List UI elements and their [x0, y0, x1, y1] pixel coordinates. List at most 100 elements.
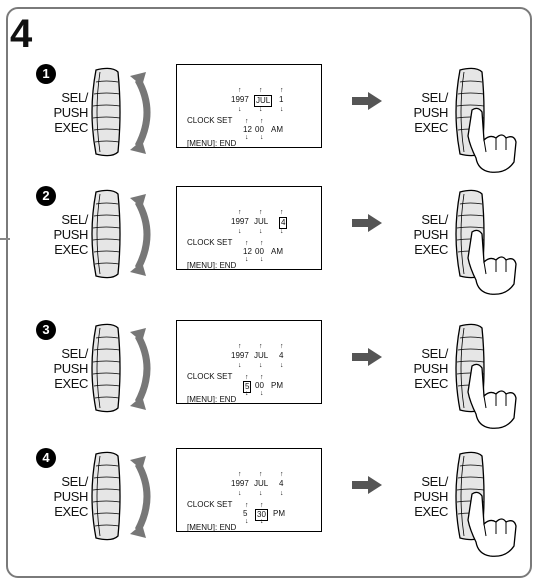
pressing-hand-icon	[455, 323, 517, 429]
down-arrow-icon: ↓	[238, 490, 242, 497]
ampm-value: AM	[271, 125, 283, 134]
hour-value: 12	[243, 247, 252, 256]
down-arrow-icon: ↓	[259, 362, 263, 369]
minute-value: 00	[255, 247, 264, 256]
right-arrow-icon	[352, 476, 382, 494]
down-arrow-icon: ↓	[260, 518, 264, 525]
minute-value: 00	[255, 381, 264, 390]
clock-set-label: CLOCK SET	[187, 500, 233, 509]
minute-value: 00	[255, 125, 264, 134]
day-value: 1	[279, 95, 284, 104]
substep-badge: 4	[36, 448, 56, 468]
dial-knob-icon	[91, 189, 151, 279]
up-arrow-icon: ↑	[260, 502, 264, 509]
year-value: 1997	[231, 217, 249, 226]
right-arrow-icon	[352, 214, 382, 232]
down-arrow-icon: ↓	[245, 134, 249, 141]
sel-push-exec-label: SEL/ PUSH EXEC	[413, 90, 448, 135]
step-number: 4	[10, 12, 33, 56]
down-arrow-icon: ↓	[280, 228, 284, 235]
up-arrow-icon: ↑	[238, 87, 242, 94]
up-arrow-icon: ↑	[259, 209, 263, 216]
dial-knob-icon	[91, 451, 151, 541]
month-value: JUL	[254, 479, 269, 488]
hour-value: 12	[243, 125, 252, 134]
year-value: 1997	[231, 479, 249, 488]
down-arrow-icon: ↓	[259, 228, 263, 235]
right-arrow-icon	[352, 348, 382, 366]
up-arrow-icon: ↑	[245, 118, 249, 125]
down-arrow-icon: ↓	[245, 256, 249, 263]
month-value: JUL	[254, 95, 273, 107]
substep-badge: 2	[36, 186, 56, 206]
down-arrow-icon: ↓	[245, 518, 249, 525]
hour-value: 5	[243, 509, 248, 518]
down-arrow-icon: ↓	[260, 134, 264, 141]
menu-end-label: [MENU]: END	[187, 523, 237, 532]
pressing-hand-icon	[455, 451, 517, 557]
month-value: JUL	[254, 217, 269, 226]
clock-set-label: CLOCK SET	[187, 372, 233, 381]
clock-display: ↑ ↑ ↑ 1997 JUL 4 ↓ ↓ ↓ CLOCK SET ↑ ↑ 5 3…	[176, 448, 322, 532]
down-arrow-icon: ↓	[259, 106, 263, 113]
up-arrow-icon: ↑	[260, 240, 264, 247]
sel-push-exec-label: SEL/ PUSH EXEC	[413, 346, 448, 391]
year-value: 1997	[231, 95, 249, 104]
clock-display: ↑ ↑ ↑ 1997 JUL 4 ↓ ↓ ↓ CLOCK SET ↑ ↑ 5 0…	[176, 320, 322, 404]
sel-push-exec-label: SEL/ PUSH EXEC	[53, 90, 88, 135]
up-arrow-icon: ↑	[259, 343, 263, 350]
up-arrow-icon: ↑	[238, 343, 242, 350]
day-value: 4	[279, 351, 284, 360]
right-arrow-icon	[352, 92, 382, 110]
up-arrow-icon: ↑	[259, 471, 263, 478]
day-value: 4	[279, 479, 284, 488]
substep-badge: 1	[36, 64, 56, 84]
down-arrow-icon: ↓	[280, 362, 284, 369]
up-arrow-icon: ↑	[245, 374, 249, 381]
year-value: 1997	[231, 351, 249, 360]
down-arrow-icon: ↓	[280, 490, 284, 497]
down-arrow-icon: ↓	[260, 390, 264, 397]
up-arrow-icon: ↑	[259, 87, 263, 94]
ampm-value: PM	[273, 509, 285, 518]
page-edge-mark	[0, 238, 10, 240]
dial-knob-icon	[91, 323, 151, 413]
down-arrow-icon: ↓	[238, 106, 242, 113]
up-arrow-icon: ↑	[245, 502, 249, 509]
up-arrow-icon: ↑	[280, 471, 284, 478]
menu-end-label: [MENU]: END	[187, 395, 237, 404]
down-arrow-icon: ↓	[259, 490, 263, 497]
down-arrow-icon: ↓	[238, 228, 242, 235]
up-arrow-icon: ↑	[260, 374, 264, 381]
sel-push-exec-label: SEL/ PUSH EXEC	[53, 346, 88, 391]
hour-value: 5	[243, 381, 252, 393]
up-arrow-icon: ↑	[280, 343, 284, 350]
clock-display: ↑ ↑ ↑ 1997 JUL 4 ↓ ↓ ↓ CLOCK SET ↑ ↑ 12 …	[176, 186, 322, 270]
up-arrow-icon: ↑	[245, 240, 249, 247]
substep-1: 1 SEL/ PUSH EXEC ↑ ↑ ↑ 1997 JUL 1 ↓ ↓ ↓ …	[0, 64, 541, 194]
up-arrow-icon: ↑	[260, 118, 264, 125]
sel-push-exec-label: SEL/ PUSH EXEC	[53, 474, 88, 519]
clock-set-label: CLOCK SET	[187, 116, 233, 125]
down-arrow-icon: ↓	[260, 256, 264, 263]
up-arrow-icon: ↑	[238, 471, 242, 478]
down-arrow-icon: ↓	[238, 362, 242, 369]
up-arrow-icon: ↑	[280, 209, 284, 216]
minute-value: 30	[255, 509, 268, 521]
pressing-hand-icon	[455, 189, 517, 295]
menu-end-label: [MENU]: END	[187, 139, 237, 148]
substep-4: 4 SEL/ PUSH EXEC ↑ ↑ ↑ 1997 JUL 4 ↓ ↓ ↓ …	[0, 448, 541, 578]
up-arrow-icon: ↑	[280, 87, 284, 94]
sel-push-exec-label: SEL/ PUSH EXEC	[413, 212, 448, 257]
substep-badge: 3	[36, 320, 56, 340]
substep-3: 3 SEL/ PUSH EXEC ↑ ↑ ↑ 1997 JUL 4 ↓ ↓ ↓ …	[0, 320, 541, 450]
pressing-hand-icon	[455, 67, 517, 173]
ampm-value: AM	[271, 247, 283, 256]
sel-push-exec-label: SEL/ PUSH EXEC	[413, 474, 448, 519]
substep-2: 2 SEL/ PUSH EXEC ↑ ↑ ↑ 1997 JUL 4 ↓ ↓ ↓ …	[0, 186, 541, 316]
down-arrow-icon: ↓	[245, 390, 249, 397]
ampm-value: PM	[271, 381, 283, 390]
menu-end-label: [MENU]: END	[187, 261, 237, 270]
clock-set-label: CLOCK SET	[187, 238, 233, 247]
down-arrow-icon: ↓	[280, 106, 284, 113]
